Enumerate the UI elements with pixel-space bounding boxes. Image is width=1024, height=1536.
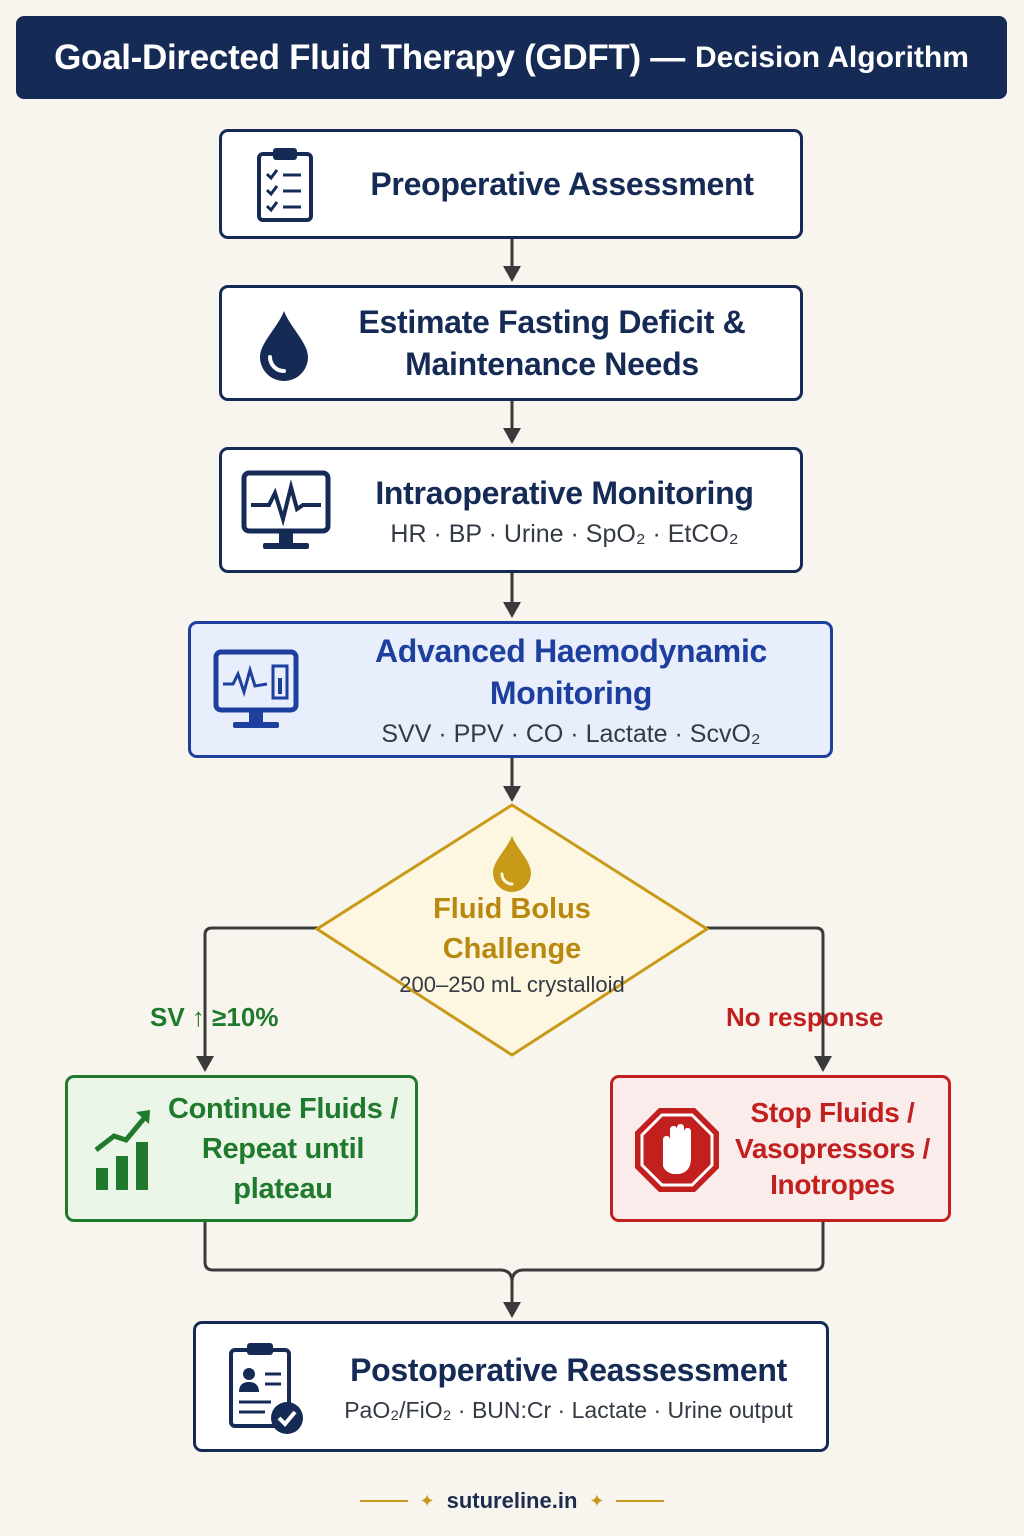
arrowhead-stop bbox=[814, 1056, 832, 1072]
preop-assessment-box: Preoperative Assessment bbox=[219, 129, 803, 239]
bolus-volume: 200–250 mL crystalloid bbox=[399, 972, 625, 997]
water-drop-icon bbox=[252, 306, 316, 384]
continue-fluids-box: Continue Fluids / Repeat until plateau bbox=[65, 1075, 418, 1222]
branch-yes-label: SV ↑ ≥10% bbox=[150, 1002, 279, 1032]
continue-title-line2: Repeat until plateau bbox=[201, 1132, 365, 1205]
footer-rule-right bbox=[616, 1500, 665, 1502]
continue-title-line1: Continue Fluids / bbox=[167, 1092, 399, 1125]
haemodynamic-monitor-icon bbox=[213, 646, 299, 736]
intraop-title: Intraoperative Monitoring bbox=[375, 474, 754, 511]
deficit-title-line1: Estimate Fasting Deficit & bbox=[358, 304, 746, 340]
bolus-decision-diamond bbox=[314, 803, 710, 1057]
postop-title: Postoperative Reassessment bbox=[350, 1352, 787, 1388]
arrowhead-advanced bbox=[503, 602, 521, 618]
footer: ✦ sutureline.in ✦ bbox=[352, 1486, 672, 1516]
advanced-parameters: SVV · PPV · CO · Lactate · ScvO₂ bbox=[381, 720, 761, 748]
page-subtitle: Decision Algorithm bbox=[695, 40, 969, 74]
gold-drop-icon bbox=[488, 832, 536, 896]
stop-title-line2: Vasopressors / bbox=[734, 1132, 931, 1164]
arrowhead-deficit bbox=[503, 266, 521, 282]
intraop-monitoring-box: Intraoperative Monitoring HR · BP · Urin… bbox=[219, 447, 803, 573]
fasting-deficit-box: Estimate Fasting Deficit & Maintenance N… bbox=[219, 285, 803, 401]
connector-bolus-stop bbox=[706, 926, 825, 1058]
bolus-title: Fluid Bolus Challenge bbox=[433, 893, 591, 965]
postop-reassessment-box: Postoperative Reassessment PaO₂/FiO₂ · B… bbox=[193, 1321, 829, 1452]
sparkle-icon: ✦ bbox=[589, 1490, 605, 1511]
stop-hand-icon bbox=[631, 1104, 723, 1196]
stop-title-line1: Stop Fluids / bbox=[750, 1096, 915, 1128]
arrowhead-bolus bbox=[503, 786, 521, 802]
arrowhead-continue bbox=[196, 1056, 214, 1072]
footer-site: sutureline.in bbox=[446, 1488, 578, 1513]
connector-bolus-continue bbox=[203, 926, 318, 1058]
rising-bar-chart-icon bbox=[90, 1104, 156, 1194]
connector-continue-postop bbox=[203, 1222, 514, 1305]
deficit-title-line2: Maintenance Needs bbox=[405, 346, 699, 382]
title-bar: Goal-Directed Fluid Therapy (GDFT) — Dec… bbox=[16, 16, 1007, 99]
stop-fluids-box: Stop Fluids / Vasopressors / Inotropes bbox=[610, 1075, 951, 1222]
patient-record-check-icon bbox=[224, 1340, 310, 1436]
advanced-monitoring-box: Advanced Haemodynamic Monitoring SVV · P… bbox=[188, 621, 833, 758]
arrowhead-postop bbox=[503, 1302, 521, 1318]
connector-stop-postop bbox=[510, 1222, 825, 1283]
branch-no-label: No response bbox=[726, 1002, 884, 1032]
stop-title-line3: Inotropes bbox=[770, 1168, 895, 1200]
intraop-parameters: HR · BP · Urine · SpO₂ · EtCO₂ bbox=[390, 519, 739, 548]
sparkle-icon: ✦ bbox=[419, 1490, 435, 1511]
monitor-heartbeat-icon bbox=[240, 468, 332, 556]
footer-rule-left bbox=[359, 1500, 408, 1502]
page-title: Goal-Directed Fluid Therapy (GDFT) — bbox=[54, 37, 685, 77]
postop-parameters: PaO₂/FiO₂ · BUN:Cr · Lactate · Urine out… bbox=[344, 1397, 793, 1423]
preop-title: Preoperative Assessment bbox=[370, 166, 754, 202]
clipboard-checklist-icon bbox=[248, 146, 322, 224]
advanced-title: Advanced Haemodynamic Monitoring bbox=[374, 633, 768, 711]
arrowhead-intraop bbox=[503, 428, 521, 444]
